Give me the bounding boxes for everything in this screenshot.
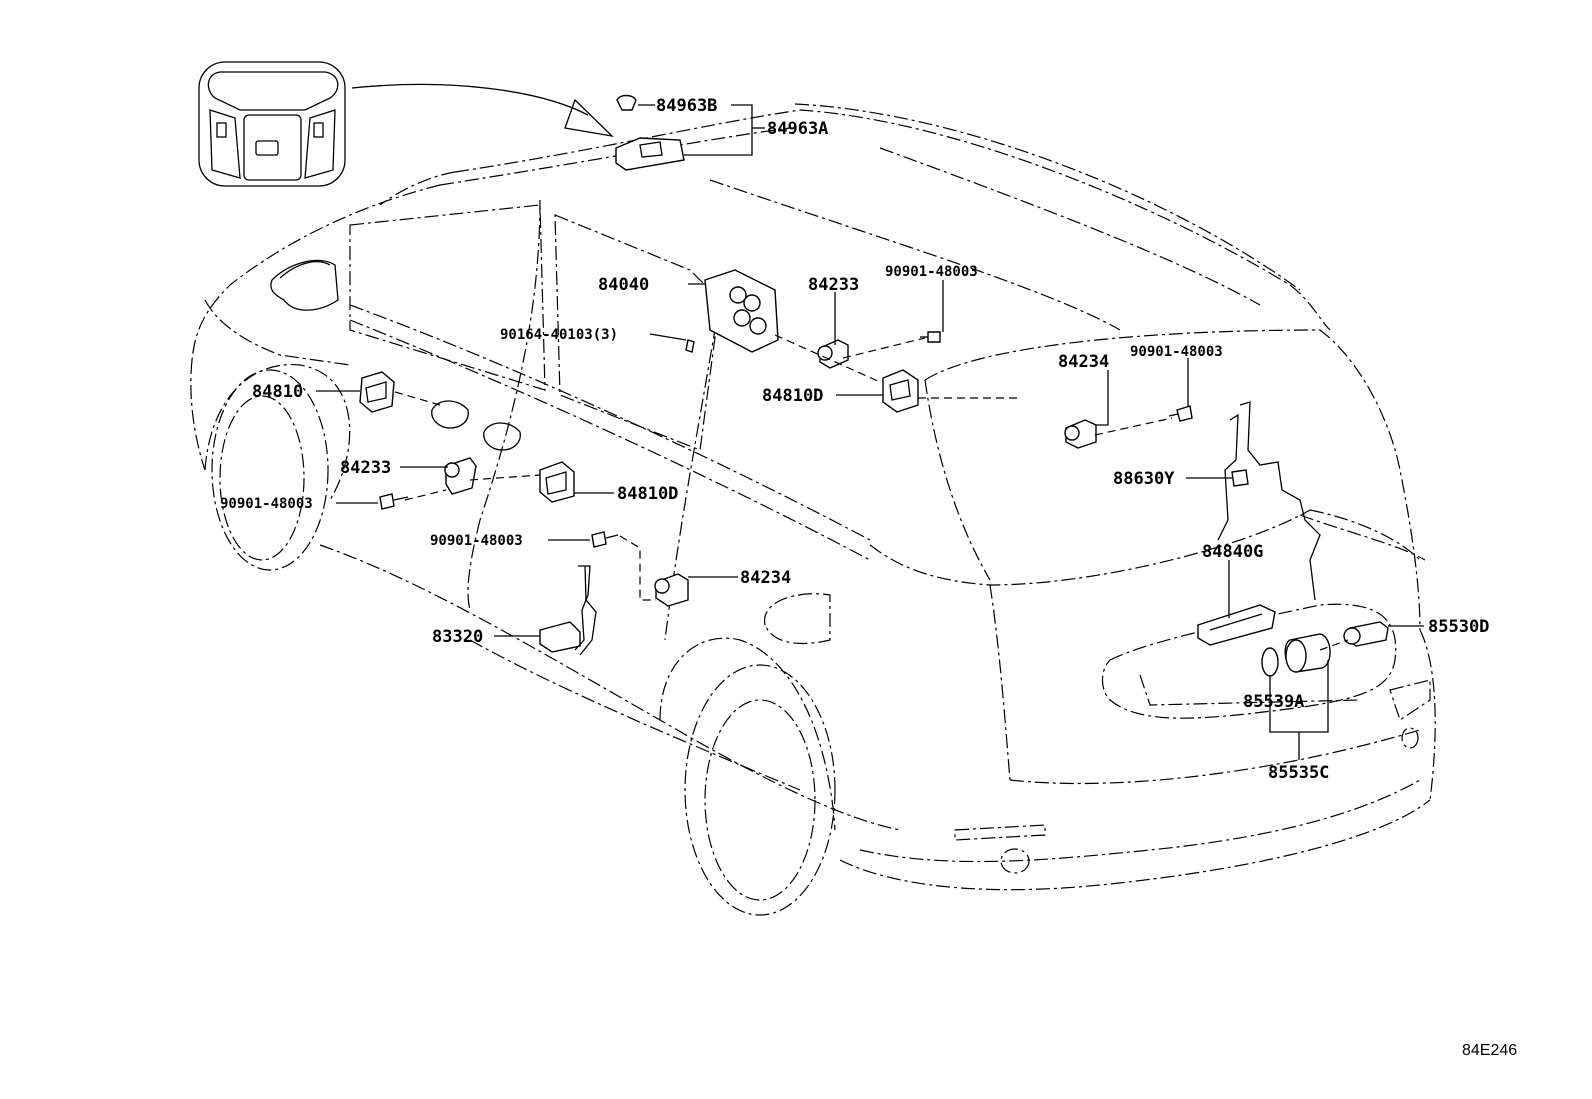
label-85539A: 85539A <box>1243 692 1304 712</box>
label-90901-48003-b: 90901-48003 <box>1130 344 1223 360</box>
label-84233-upper: 84233 <box>808 275 859 295</box>
label-85530D: 85530D <box>1428 617 1489 637</box>
assembly-connectors <box>394 334 1349 651</box>
label-85535C: 85535C <box>1268 763 1329 783</box>
label-90901-48003-c: 90901-48003 <box>220 496 313 512</box>
label-83320: 83320 <box>432 627 483 647</box>
label-84840G: 84840G <box>1202 542 1263 562</box>
part-labels: 84963B 84963A 84040 84233 90901-48003 90… <box>220 96 1517 1059</box>
label-84963B: 84963B <box>656 96 717 116</box>
label-84810D-upper: 84810D <box>762 386 823 406</box>
label-84963A: 84963A <box>767 119 828 139</box>
label-84810D-lower: 84810D <box>617 484 678 504</box>
label-90901-48003-d: 90901-48003 <box>430 533 523 549</box>
label-84234-upper: 84234 <box>1058 352 1109 372</box>
label-84233-lower: 84233 <box>340 458 391 478</box>
leader-lines <box>316 104 1424 760</box>
vehicle-outline <box>190 103 1436 916</box>
label-84810: 84810 <box>252 382 303 402</box>
part-shapes <box>359 94 1389 677</box>
label-84234-lower: 84234 <box>740 568 791 588</box>
label-84040: 84040 <box>598 275 649 295</box>
overhead-console-inset <box>198 61 614 187</box>
label-90164-40103: 90164-40103(3) <box>500 327 618 343</box>
diagram-reference-code: 84E246 <box>1462 1042 1517 1059</box>
label-90901-48003-a: 90901-48003 <box>885 264 978 280</box>
label-88630Y: 88630Y <box>1113 469 1175 489</box>
